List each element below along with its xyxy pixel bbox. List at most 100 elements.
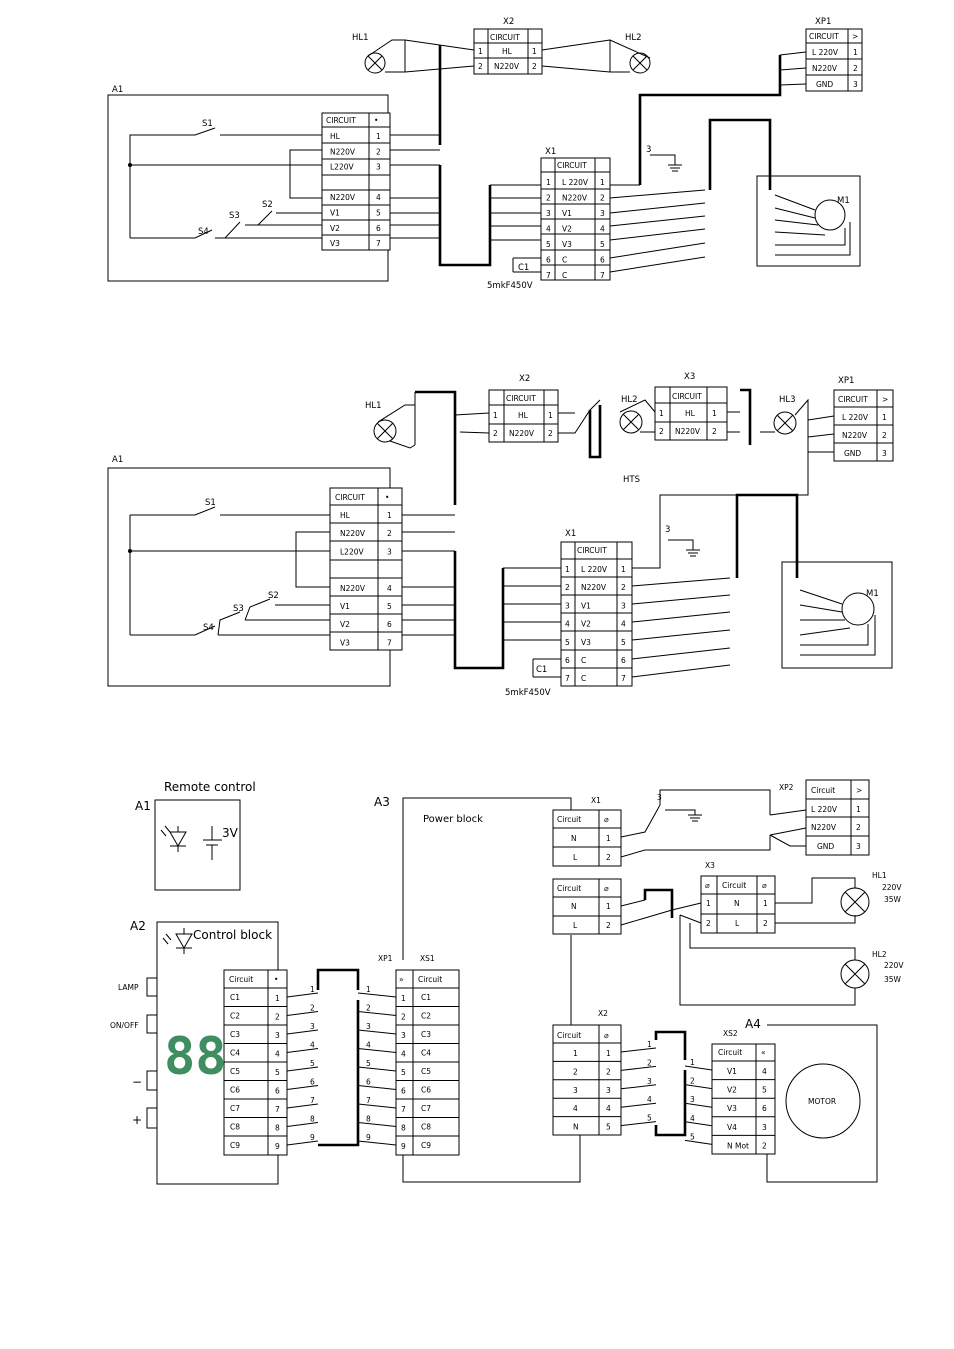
wire-number: 1 bbox=[647, 1040, 652, 1049]
a1-row-name: N220V bbox=[340, 529, 366, 538]
x1-row-name: C bbox=[562, 256, 567, 265]
lamp-hl2-icon-3 bbox=[840, 959, 870, 989]
control-row-name: C1 bbox=[230, 993, 240, 1002]
a1-to-x1-wire-2 bbox=[453, 551, 505, 670]
harness-bundle-2 bbox=[318, 1000, 360, 1147]
xs1-row-name: C2 bbox=[421, 1012, 431, 1021]
xs2-row-name: V2 bbox=[727, 1086, 737, 1095]
seven-segment-display: 88 bbox=[164, 1027, 227, 1087]
wire bbox=[286, 1011, 319, 1016]
motor-icon-3 bbox=[785, 1063, 861, 1139]
x1-pin-left: 4 bbox=[565, 620, 570, 629]
plus-button[interactable] bbox=[146, 1107, 158, 1129]
x1-pin-left: 6 bbox=[565, 656, 570, 665]
wire-number: 1 bbox=[310, 985, 315, 994]
c1-value: 5mkF450V bbox=[487, 281, 533, 291]
wire bbox=[357, 1140, 397, 1146]
lamp-hl1-icon bbox=[364, 52, 386, 74]
wire bbox=[620, 1102, 657, 1108]
wire bbox=[286, 1029, 319, 1035]
control-row-pin: 4 bbox=[275, 1050, 280, 1059]
control-row-pin: 7 bbox=[275, 1105, 280, 1114]
x1-pin-left: 3 bbox=[546, 209, 551, 218]
x3-pin-2: 2 bbox=[712, 427, 717, 436]
x2-connector: X2 CIRCUIT 1 HL 1 2 N220V 2 bbox=[473, 17, 543, 75]
onoff-button[interactable] bbox=[146, 1014, 158, 1034]
x1-pin-left: 5 bbox=[546, 240, 551, 249]
x1-pin-right: 5 bbox=[621, 638, 626, 647]
x1-row-name: N220V bbox=[562, 194, 588, 203]
motor-m1-2: M1 bbox=[781, 561, 893, 669]
x1-pin-left: 1 bbox=[546, 178, 551, 187]
a1-row-name: N220V bbox=[340, 584, 366, 593]
x1-row-name: V3 bbox=[581, 638, 591, 647]
x2-title-3: X2 bbox=[598, 1009, 608, 1018]
control-row-pin: 3 bbox=[275, 1031, 280, 1040]
remote-control-block: Remote control A1 3V bbox=[135, 780, 256, 891]
wire-number: 3 bbox=[647, 1077, 652, 1086]
xp1-pin: 1 bbox=[853, 48, 858, 57]
hl2-wattage: 35W bbox=[884, 975, 902, 984]
x1-pin-left: 1 bbox=[565, 565, 570, 574]
wire-number: 2 bbox=[366, 1004, 371, 1013]
minus-button[interactable] bbox=[146, 1070, 158, 1091]
wire-number: 4 bbox=[310, 1041, 315, 1050]
x1-pin-left: 2 bbox=[565, 583, 570, 592]
x3-pin-2: 1 bbox=[712, 409, 717, 418]
x1-pin-left: 7 bbox=[546, 271, 551, 280]
ground-pin: 3 bbox=[646, 145, 651, 155]
xp2-header-sym: > bbox=[856, 786, 862, 795]
xs2-header-sym: « bbox=[761, 1048, 766, 1057]
xs1-title: XS1 bbox=[420, 954, 435, 963]
x3-pin-2: 1 bbox=[659, 409, 664, 418]
wire-number: 5 bbox=[310, 1059, 315, 1068]
xp1-connector-2: XP1 CIRCUIT > L 220V 1 N220V 2 GND 3 bbox=[833, 376, 894, 462]
motor-label-3: MOTOR bbox=[808, 1097, 836, 1106]
wire-number: 4 bbox=[366, 1041, 371, 1050]
wire-number: 7 bbox=[310, 1096, 315, 1105]
wire bbox=[357, 1103, 397, 1109]
xs2-row-pin: 3 bbox=[762, 1123, 767, 1132]
control-title: Control block bbox=[193, 928, 272, 942]
control-row-name: C4 bbox=[230, 1049, 240, 1058]
x-mid-to-x3-wire bbox=[643, 888, 674, 918]
a1-table-header-2: CIRCUIT bbox=[335, 493, 365, 502]
hl1-wattage: 35W bbox=[884, 895, 902, 904]
x2-pin: 1 bbox=[478, 47, 483, 56]
lamp-button[interactable] bbox=[146, 977, 158, 997]
x2-row-pin-3: 2 bbox=[606, 1067, 611, 1076]
a1-label-2: A1 bbox=[112, 455, 123, 465]
x1-row-name: V1 bbox=[581, 601, 591, 610]
xp1-title: XP1 bbox=[815, 17, 831, 27]
xs1-row-name: C9 bbox=[421, 1141, 431, 1150]
wire bbox=[357, 1122, 397, 1127]
x1-pin-right: 4 bbox=[621, 620, 626, 629]
a1-row-name: L220V bbox=[330, 163, 354, 172]
control-row-name: C8 bbox=[230, 1123, 240, 1132]
x3-hl3-wire bbox=[740, 388, 752, 445]
xs1-row-pin: 2 bbox=[401, 1013, 406, 1022]
control-row-name: C7 bbox=[230, 1104, 240, 1113]
wire-number: 1 bbox=[366, 985, 371, 994]
xp2-header: Circuit bbox=[811, 786, 835, 795]
x1-row-name: N220V bbox=[581, 583, 607, 592]
x1-pin-left: 2 bbox=[546, 194, 551, 203]
x1-pin-left: 7 bbox=[565, 674, 570, 683]
x1-pin-left: 5 bbox=[565, 638, 570, 647]
x1-row-name: C bbox=[581, 656, 586, 665]
x3-row-name-2: HL bbox=[685, 409, 696, 418]
x3-pin-3: 2 bbox=[763, 919, 768, 928]
xp2-row-name: GND bbox=[817, 842, 834, 851]
x1-row-name: V3 bbox=[562, 240, 572, 249]
lamp-hl1-icon-2 bbox=[373, 419, 397, 443]
a1-row-pin: 7 bbox=[387, 638, 392, 647]
wire bbox=[620, 1084, 657, 1090]
x1-row-name: C bbox=[562, 271, 567, 280]
x-mid-pin: 2 bbox=[606, 921, 611, 930]
motor-icon bbox=[814, 199, 846, 231]
s2-label: S2 bbox=[262, 200, 273, 210]
x2-pin-2: 1 bbox=[548, 411, 553, 420]
